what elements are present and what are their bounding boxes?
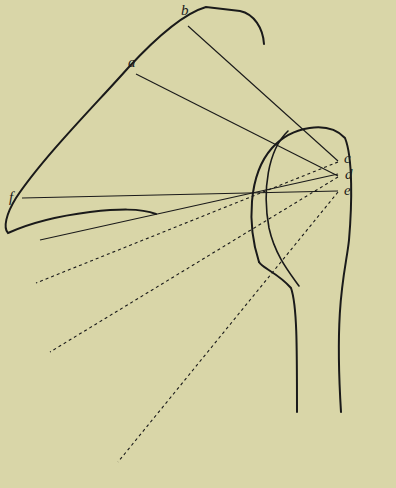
humerus-shaft (259, 262, 297, 412)
leader-line (188, 26, 338, 161)
part-letter: f (9, 190, 13, 205)
dotted-ray (50, 177, 338, 352)
part-letter: d (345, 167, 353, 182)
part-letter: b (181, 3, 189, 18)
part-letter: a (128, 55, 136, 70)
dotted-ray (118, 192, 338, 462)
part-letter: e (344, 183, 351, 198)
leader-line (40, 174, 338, 240)
leader-line (22, 191, 338, 198)
humerus-head (251, 127, 351, 412)
dotted-ray (36, 162, 338, 283)
leader-line (136, 74, 338, 176)
part-letter: c (344, 151, 351, 166)
